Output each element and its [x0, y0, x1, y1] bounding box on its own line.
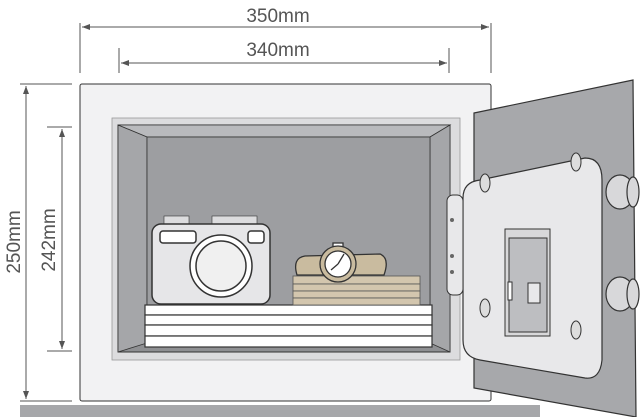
- outer-height-label: 250mm: [4, 210, 25, 273]
- outer-height-dimension: 250mm: [4, 83, 72, 402]
- door-screws: [479, 152, 582, 340]
- book-stack: [292, 275, 421, 306]
- inner-width-label: 340mm: [246, 40, 309, 61]
- locking-bolts: [605, 174, 640, 312]
- inner-height-label: 242mm: [39, 208, 60, 271]
- inner-height-dimension: 242mm: [39, 126, 72, 352]
- outer-width-label: 350mm: [246, 6, 309, 27]
- ground-bar: [20, 405, 540, 417]
- watch-icon: [294, 242, 387, 283]
- safe-door[interactable]: [446, 79, 640, 417]
- inner-width-dimension: 340mm: [118, 40, 450, 73]
- keypad-lock[interactable]: [504, 228, 551, 337]
- outer-width-dimension: 350mm: [79, 6, 492, 73]
- hinge: [446, 194, 464, 296]
- document-stack: [144, 304, 433, 348]
- camera-icon: [151, 215, 271, 305]
